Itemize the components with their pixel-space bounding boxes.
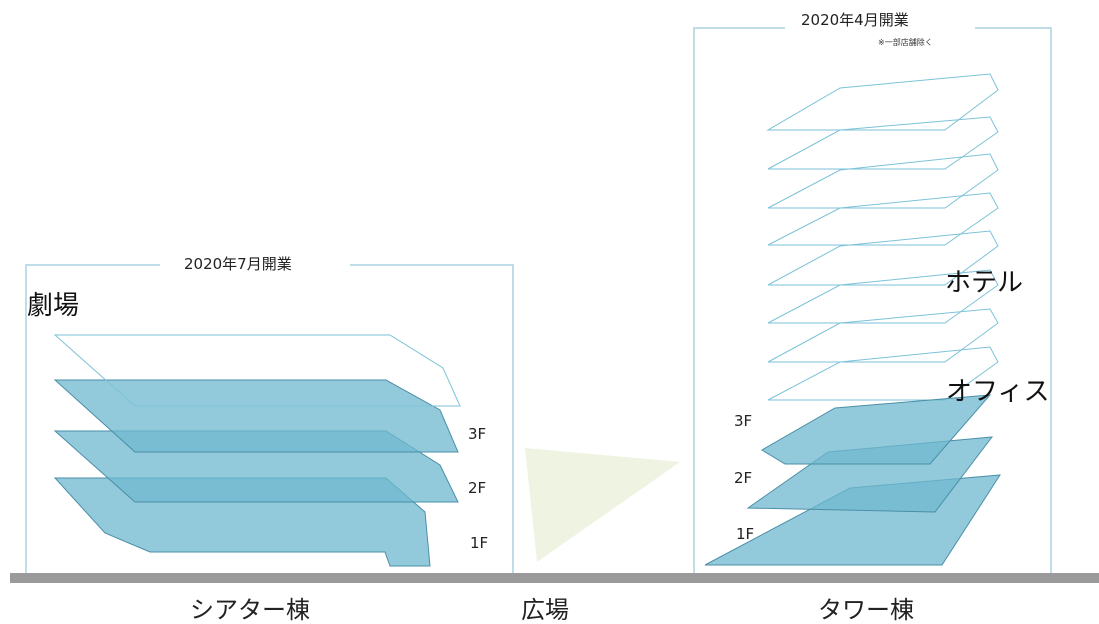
theater-frame (25, 264, 514, 573)
tower-hotel-label: ホテル (945, 268, 1024, 298)
plaza-label: 広場 (521, 596, 569, 624)
plaza-shape (525, 448, 680, 562)
tower-floor-label-2f: 2F (734, 469, 753, 487)
hotel-floor-outline (767, 308, 999, 363)
hotel-floor-outline (767, 116, 999, 170)
theater-floor-label-1f: 1F (470, 534, 489, 552)
hotel-floor-outline (766, 73, 999, 131)
hotel-floor-outline (767, 192, 999, 246)
tower-hotel-floors (766, 73, 999, 401)
hotel-floor-outline (767, 153, 999, 209)
hotel-floor-outline (767, 230, 999, 286)
theater-use-label: 劇場 (27, 291, 80, 321)
theater-floor-3f (53, 379, 459, 453)
tower-office-label: オフィス (946, 377, 1050, 407)
hotel-floor-outline (767, 269, 999, 324)
tower-building-label: タワー棟 (818, 596, 914, 624)
tower-frame (693, 27, 1052, 573)
theater-building-label: シアター棟 (190, 596, 310, 624)
theater-opening-label: 2020年7月開業 (178, 257, 298, 272)
tower-floor-3f (761, 394, 992, 465)
ground-line (10, 573, 1099, 583)
tower-note-label: ※一部店舗除く (878, 38, 933, 47)
hotel-floor-outline (767, 346, 999, 401)
theater-stage-outline (53, 334, 461, 407)
tower-floor-label-1f: 1F (736, 525, 755, 543)
theater-floor-label-3f: 3F (468, 425, 487, 443)
theater-floor-label-2f: 2F (468, 479, 487, 497)
tower-opening-label: 2020年4月開業 (795, 13, 915, 28)
tower-floor-label-3f: 3F (734, 412, 753, 430)
